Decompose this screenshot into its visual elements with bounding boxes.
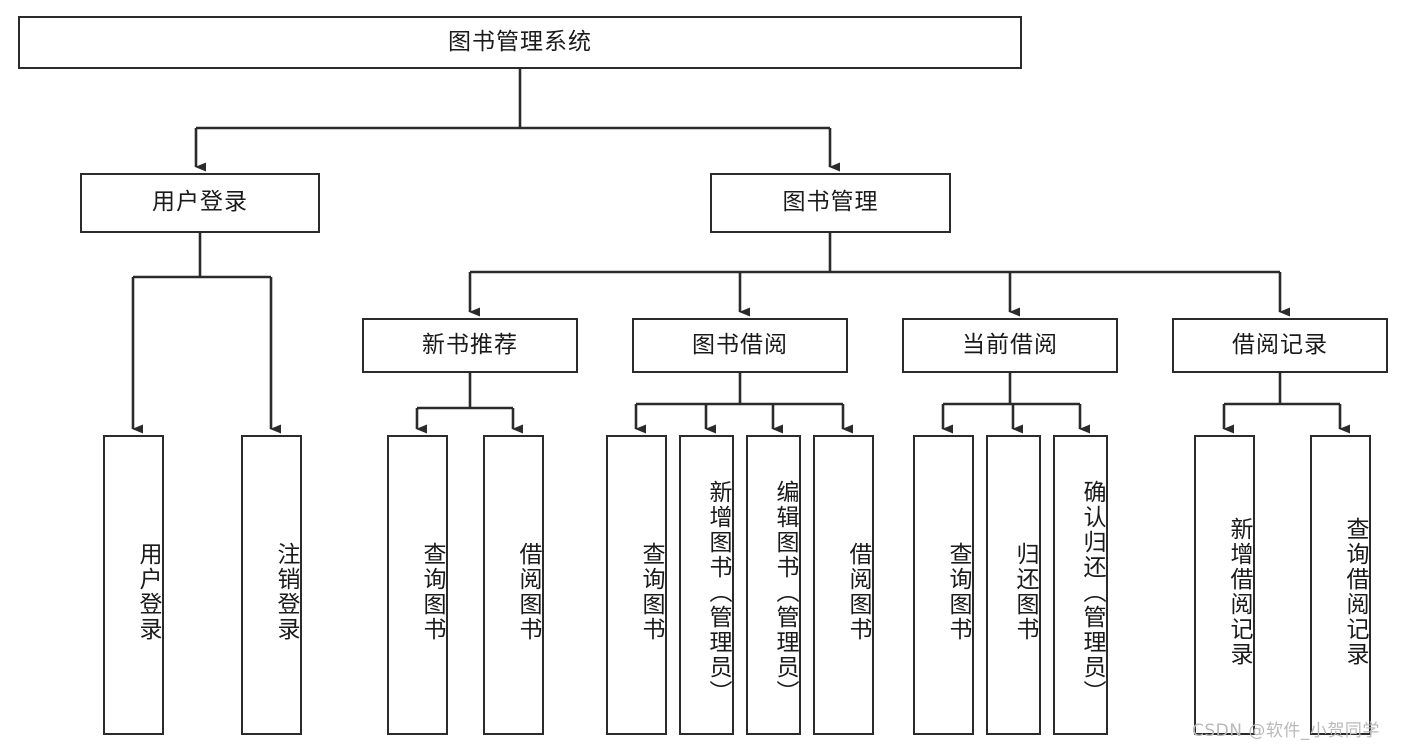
leaf-user-login-label: 用户登录: [135, 542, 161, 642]
node-borrow-records-label: 借阅记录: [1232, 331, 1328, 358]
leaf-return-book-label: 归还图书: [1012, 542, 1038, 642]
leaf-lend-book-label: 借阅图书: [845, 542, 871, 642]
leaf-borrow-book-newbooks[interactable]: 借阅图书: [483, 435, 544, 735]
leaf-confirm-return-admin-label: 确认归还（管理员）: [1079, 479, 1105, 705]
leaf-add-borrow-record[interactable]: 新增借阅记录: [1194, 435, 1255, 735]
node-root-label: 图书管理系统: [448, 28, 592, 55]
leaf-edit-book-admin-label: 编辑图书（管理员）: [772, 479, 798, 705]
node-current-borrow-label: 当前借阅: [962, 331, 1058, 358]
leaf-add-book-admin-label: 新增图书（管理员）: [705, 479, 731, 705]
node-new-book-recommend-label: 新书推荐: [422, 331, 518, 358]
node-book-borrow[interactable]: 图书借阅: [632, 318, 848, 373]
leaf-query-book-borrow-label: 查询图书: [638, 542, 664, 642]
node-new-book-recommend[interactable]: 新书推荐: [362, 318, 578, 373]
node-book-management-label: 图书管理: [782, 189, 879, 216]
leaf-add-borrow-record-label: 新增借阅记录: [1226, 517, 1252, 667]
node-user-login[interactable]: 用户登录: [80, 173, 320, 233]
node-user-login-label: 用户登录: [152, 189, 248, 216]
node-book-borrow-label: 图书借阅: [692, 331, 788, 358]
leaf-edit-book-admin[interactable]: 编辑图书（管理员）: [746, 435, 801, 735]
node-current-borrow[interactable]: 当前借阅: [902, 318, 1118, 373]
watermark-text: CSDN @软件_小贺同学: [1192, 721, 1380, 741]
leaf-add-book-admin[interactable]: 新增图书（管理员）: [679, 435, 734, 735]
leaf-user-login[interactable]: 用户登录: [103, 435, 164, 735]
leaf-borrow-book-newbooks-label: 借阅图书: [515, 542, 541, 642]
leaf-query-book-newbooks-label: 查询图书: [419, 542, 445, 642]
node-borrow-records[interactable]: 借阅记录: [1172, 318, 1388, 373]
leaf-query-book-current[interactable]: 查询图书: [913, 435, 974, 735]
leaf-return-book[interactable]: 归还图书: [986, 435, 1041, 735]
leaf-user-logout-label: 注销登录: [273, 542, 299, 642]
leaf-lend-book[interactable]: 借阅图书: [813, 435, 874, 735]
leaf-query-book-borrow[interactable]: 查询图书: [606, 435, 667, 735]
leaf-query-borrow-record[interactable]: 查询借阅记录: [1310, 435, 1371, 735]
node-book-management[interactable]: 图书管理: [710, 173, 951, 233]
leaf-query-borrow-record-label: 查询借阅记录: [1342, 517, 1368, 667]
leaf-query-book-current-label: 查询图书: [945, 542, 971, 642]
leaf-user-logout[interactable]: 注销登录: [241, 435, 302, 735]
node-root-system[interactable]: 图书管理系统: [18, 16, 1022, 69]
leaf-confirm-return-admin[interactable]: 确认归还（管理员）: [1053, 435, 1108, 735]
leaf-query-book-newbooks[interactable]: 查询图书: [387, 435, 448, 735]
